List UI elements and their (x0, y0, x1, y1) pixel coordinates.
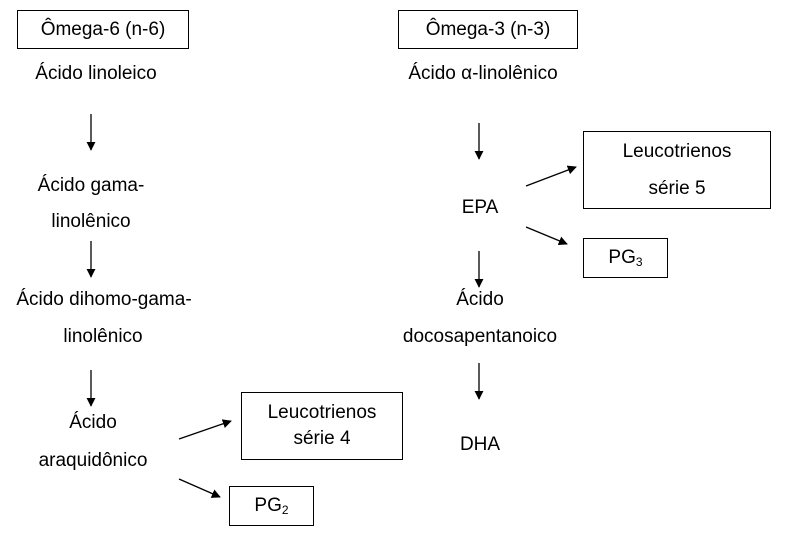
arrow-aa-to-leuko4 (178, 419, 232, 440)
leukotrienes-series5-box: Leucotrienos série 5 (583, 131, 771, 209)
leukotrienes5-line1: Leucotrienos (622, 141, 732, 162)
leukotrienes5-line2: série 5 (648, 178, 706, 199)
pg3-box: PG3 (583, 238, 668, 278)
dgla-label-line1: Ácido dihomo-gama- (16, 289, 192, 310)
dpa-label-line1: Ácido (456, 289, 504, 310)
pg2-label: PG2 (254, 495, 289, 517)
arrow-aa-to-pg2 (178, 478, 221, 498)
dha-label: DHA (459, 434, 501, 455)
leukotrienes4-line1: Leucotrienos (267, 402, 377, 423)
arrow-epa-to-leuko5 (525, 165, 577, 187)
aa-label-line1: Ácido (69, 412, 117, 433)
omega3-header-box: Ômega-3 (n-3) (398, 10, 578, 49)
gla-label-line2: linolênico (51, 211, 131, 232)
omega6-header-box: Ômega-6 (n-6) (17, 10, 189, 49)
epa-label: EPA (461, 197, 499, 218)
dgla-label-line2: linolênico (63, 326, 143, 347)
dpa-label-line2: docosapentanoico (402, 326, 558, 347)
pg3-label: PG3 (608, 247, 643, 269)
leukotrienes-series4-box: Leucotrienos série 4 (241, 392, 403, 460)
pg2-box: PG2 (229, 486, 314, 526)
gla-label-line1: Ácido gama- (37, 175, 145, 196)
ala-label: Ácido α-linolênico (408, 63, 558, 84)
leukotrienes4-line2: série 4 (293, 428, 351, 449)
linoleic-acid-label: Ácido linoleico (35, 63, 157, 84)
omega3-header: Ômega-3 (n-3) (425, 18, 551, 40)
omega6-header: Ômega-6 (n-6) (40, 18, 166, 40)
arrow-epa-to-pg3 (525, 226, 568, 246)
aa-label-line2: araquidônico (38, 450, 148, 471)
